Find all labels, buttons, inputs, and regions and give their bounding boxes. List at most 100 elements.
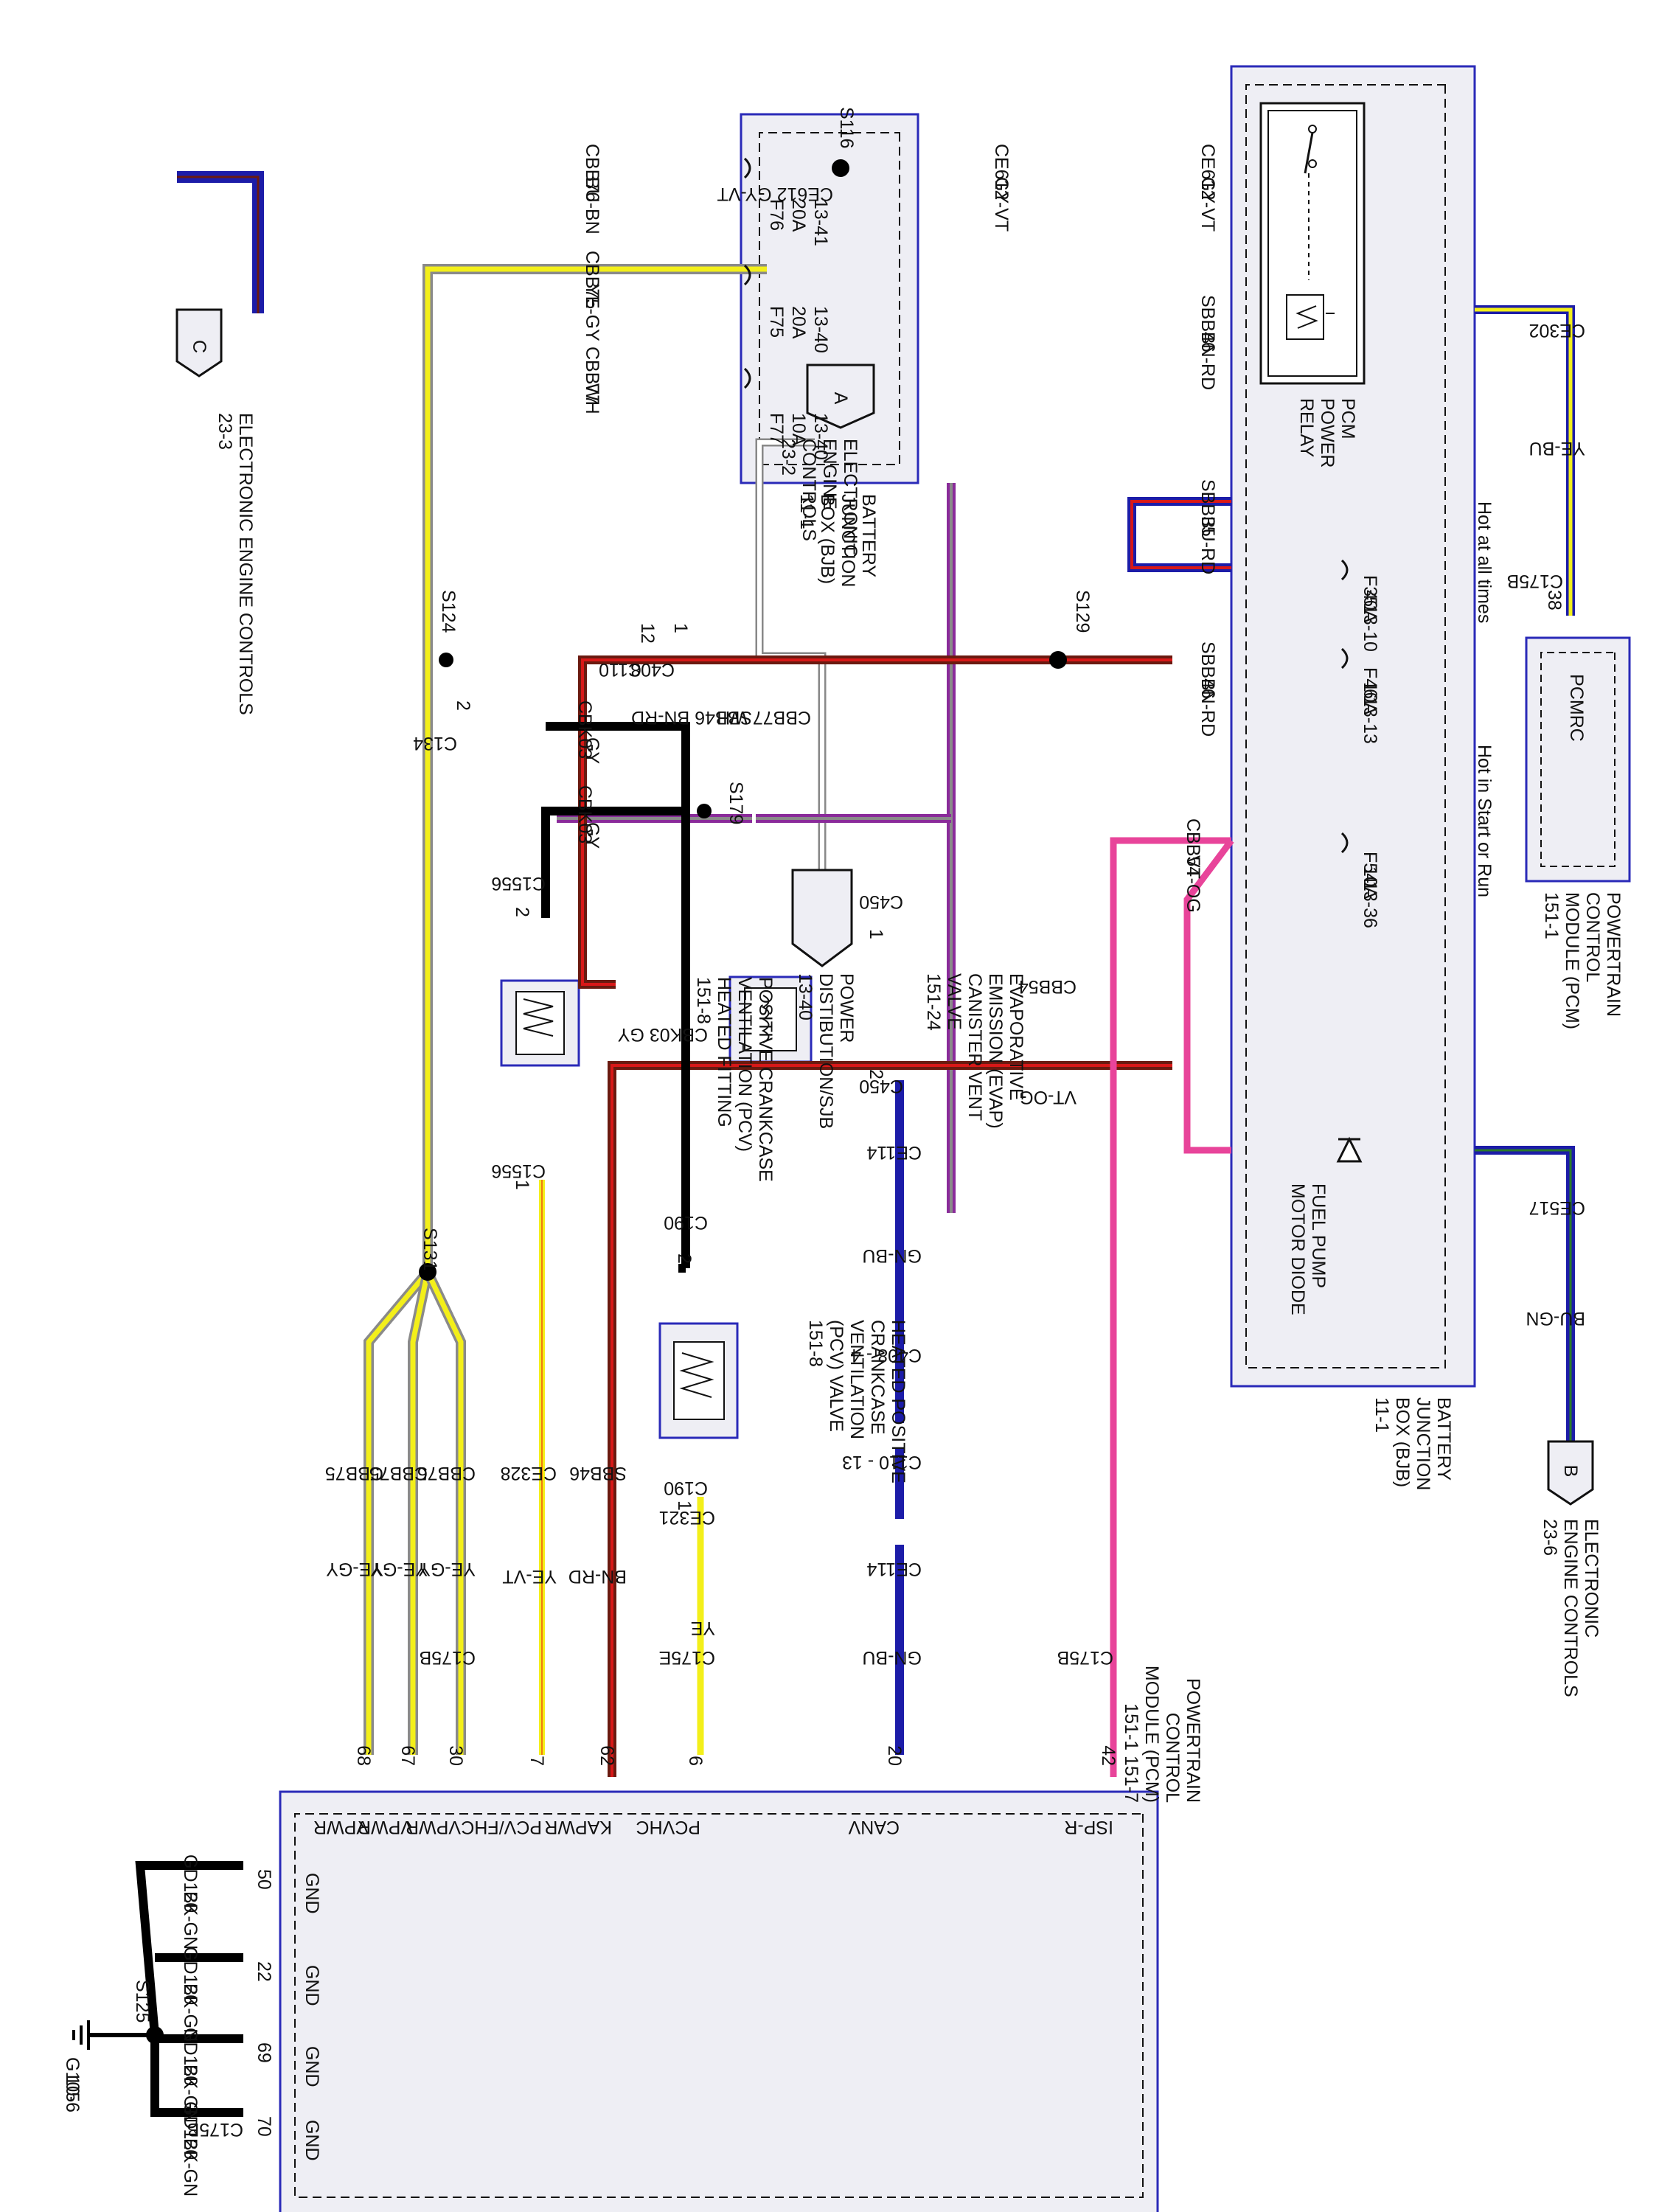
splice-s116 (832, 159, 849, 177)
evap-label-2: CANISTER VENT (964, 973, 985, 1121)
wire-cbb76[interactable] (177, 171, 264, 313)
bjb-main-label-2: BOX (BJB) (1392, 1397, 1413, 1487)
conn-c1556-bottom: C1556 (491, 1161, 546, 1181)
wire-ce517-color: BU-GN (1526, 1308, 1585, 1329)
wire-ce612-color-left: GY-VT (991, 177, 1012, 232)
wire-cbb75-code-68: CBB75 (325, 1463, 383, 1484)
ref-b-label-2: 23-6 (1540, 1519, 1560, 1556)
pcm-gnd-label-1: GND (302, 1965, 322, 2006)
wire-ce302[interactable] (1475, 305, 1575, 616)
fuse-f46-amps: 10A (1360, 682, 1380, 715)
wire-cbb75-branch-68[interactable] (364, 1268, 432, 1755)
pcv-fitting (500, 979, 580, 1067)
pcm-pin-name-1: KAPWR (544, 1817, 612, 1837)
pin-1-c190: 1 (674, 1500, 695, 1511)
wire-ce517[interactable] (1475, 1146, 1575, 1441)
pin-62-pcm: 62 (597, 1745, 617, 1766)
pin-2-c134: 2 (453, 700, 473, 711)
pcv-valve-label-2: VENTILATION (846, 1320, 867, 1439)
wire-cbb75-branch-67[interactable] (408, 1270, 433, 1755)
wire-sbb46-color-3: BN-RD (568, 1566, 627, 1587)
conn-c110: C110 (599, 659, 641, 680)
fuse-f75-loc: 13-40 (810, 306, 831, 353)
fuse-f35-symbol (1340, 559, 1349, 581)
pin-70-gnd: 70 (254, 2116, 274, 2137)
ref-b-label-1: ENGINE CONTROLS (1560, 1519, 1581, 1697)
ref-power-symbol (791, 869, 853, 967)
fuse-f54-name: F54 (1360, 852, 1380, 883)
conn-c408-4: C408 - 4 (851, 1345, 922, 1366)
wire-ce114-code-2: CE114 (866, 1559, 922, 1579)
wire-ce612[interactable] (557, 483, 956, 1213)
pin-69-gnd: 69 (254, 2042, 274, 2063)
ref-c-letter: C (189, 340, 209, 353)
wire-gd120-code-2: GD120 (180, 2028, 201, 2086)
wire-cbb75[interactable] (422, 264, 767, 1272)
wire-gd120[interactable] (72, 1861, 243, 2117)
fuse-f46-loc: 13-13 (1360, 697, 1380, 744)
bjb-main-label-0: BATTERY (1433, 1397, 1454, 1481)
fuse-f77-symbol (743, 367, 751, 389)
wire-sbb46-code: SBB46 (1197, 295, 1218, 352)
wire-ce612-code-right: CE612 (1197, 144, 1218, 200)
wire-sbb46[interactable] (578, 655, 1172, 1777)
fuse-f46-symbol (1340, 647, 1349, 669)
wire-sbb35[interactable] (1127, 497, 1231, 572)
wire-cbb54-code-vertical: CBB54 (1018, 976, 1077, 997)
wire-cbk03-color-2: GY (582, 822, 602, 849)
splice-s124 (439, 653, 453, 667)
wire-cbb54-color: VT-OG (1183, 855, 1203, 913)
wire-cbb54[interactable] (1110, 837, 1234, 1777)
pin-20-pcm: 20 (884, 1745, 905, 1766)
fuse-f75-symbol (743, 264, 751, 286)
pcv-fitting-label-2: HEATED FITTING (714, 977, 734, 1127)
bjb-fuse-block-label-0: BATTERY (858, 494, 879, 577)
wire-cbb75-code: CBB75 (582, 251, 602, 309)
wire-cbk03-code: CBK03 (574, 700, 595, 759)
ref-a-label-0: ELECTRONIC (840, 439, 860, 557)
note-hot-start-run: Hot in Start or Run (1474, 745, 1495, 897)
pcm-pin-name-2: CANV (848, 1817, 900, 1837)
evap-label-4: 151-24 (923, 973, 944, 1031)
conn-c175b-30: C175B (420, 1647, 476, 1668)
wire-cbk03[interactable] (541, 722, 690, 1273)
wire-cbb77-color: WH (582, 383, 602, 414)
wire-cbb54-code: CBB54 (1183, 818, 1203, 877)
wire-cbb76-color: BU-BN (582, 177, 602, 234)
pin-67-pcm: 67 (397, 1745, 418, 1766)
pcm-main-box (279, 1790, 1159, 2212)
wire-gd120-code-1: GD120 (180, 1947, 201, 2005)
wire-ce321-color: YE (691, 1618, 715, 1638)
wire-sbb46-vertical: SBB46 BN-RD (631, 707, 752, 728)
wire-sbb35-code: SBB35 (1197, 479, 1218, 537)
conn-c175b-42: C175B (1057, 1647, 1113, 1668)
wire-cbb75-color-68: YE-GY (326, 1559, 383, 1579)
fuse-f35-name: F35 (1360, 575, 1380, 607)
pcm-main-label-0: POWERTRAIN (1183, 1678, 1203, 1803)
fuse-f77-name: F77 (766, 413, 787, 445)
pcm-pin-name-7: VPWR (313, 1817, 369, 1837)
fuse-f35-amps: 40A (1360, 590, 1380, 623)
ref-power-label-2: 13-40 (795, 973, 815, 1020)
wire-cbb75-branch-30[interactable] (422, 1270, 466, 1755)
pcm-relay (1259, 102, 1366, 385)
conn-c1556-top: C1556 (491, 873, 546, 894)
wire-gd120-code-0: GD120 (180, 1854, 201, 1913)
pcv-fitting-label-1: VENTILATION (PCV) (734, 977, 755, 1152)
fuse-f77-loc: 13-40 (810, 413, 831, 460)
pcm-pin-name-4: PCV/FHC (461, 1817, 542, 1837)
ref-a-label-2: CONTROLS (799, 439, 819, 541)
wire-ce321-code: CE321 (659, 1507, 715, 1528)
pcv-fitting-label-0: POSITIVE CRANKCASE (755, 977, 776, 1182)
pcv-valve-label-0: HEATED POSITIVE (888, 1320, 908, 1484)
pcmrc-label: PCMRC (1566, 674, 1587, 742)
pin-12-c110: 12 (637, 623, 658, 644)
wire-sbb46-color-2: BN-RD (1197, 678, 1218, 737)
bjb-fuse-block-label-2: BOX (BJB) (817, 494, 838, 584)
ref-b-symbol (1547, 1440, 1594, 1506)
pcm-relay-label-1: POWER (1317, 398, 1338, 467)
pin-7-pcm: 7 (526, 1756, 547, 1766)
ref-a-label-1: ENGINE (819, 439, 840, 509)
splice-s125 (146, 2026, 164, 2044)
